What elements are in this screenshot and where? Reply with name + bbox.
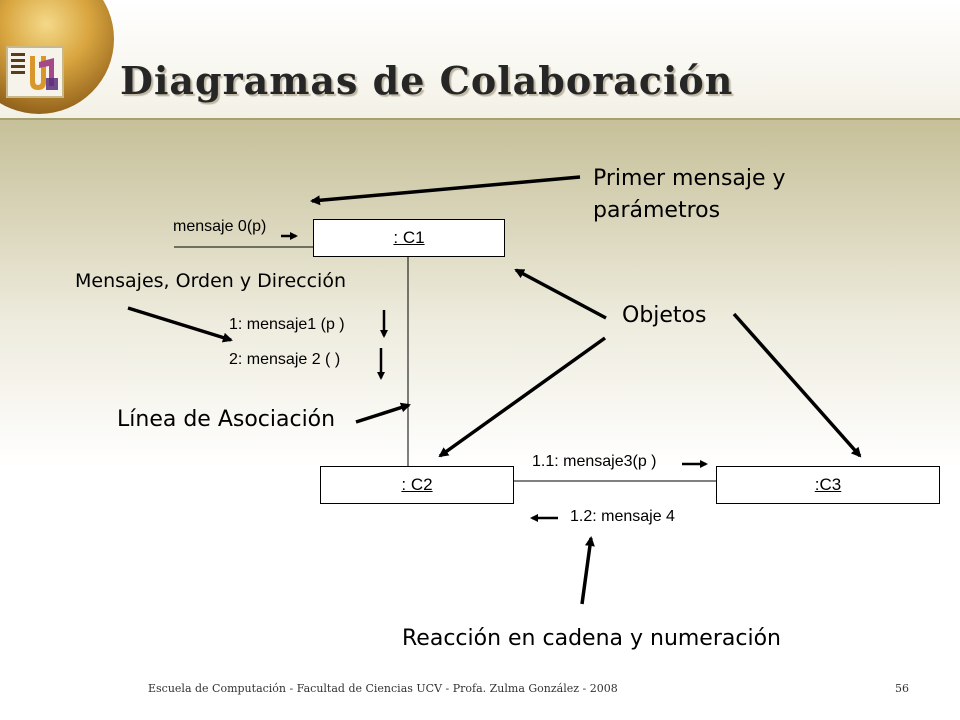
message-1-label: 1: mensaje1 (p ) (229, 316, 345, 333)
uml-logo-graphic (11, 53, 58, 90)
message-0-label: mensaje 0(p) (173, 218, 267, 235)
reaccion-pointer-arrow (580, 536, 595, 605)
linea-asociacion-pointer-arrow (355, 402, 411, 424)
annotation-primer-mensaje-line2: parámetros (593, 198, 721, 223)
objetos-to-c1-arrow (514, 268, 607, 320)
annotation-mensajes-orden: Mensajes, Orden y Dirección (75, 270, 346, 292)
message-1-1-label: 1.1: mensaje3(p ) (532, 453, 657, 470)
primer-mensaje-pointer-arrow (310, 175, 581, 206)
annotation-primer-mensaje-line1: Primer mensaje y (593, 166, 786, 191)
objetos-to-c2-arrow (438, 336, 607, 458)
page-number: 56 (895, 682, 909, 695)
message-2-label: 2: mensaje 2 ( ) (229, 351, 341, 368)
annotation-linea-asociacion: Línea de Asociación (117, 407, 336, 432)
mensajes-orden-pointer-arrow (127, 306, 233, 343)
object-c3: :C3 (716, 466, 940, 504)
slide-footer: Escuela de Computación - Facultad de Cie… (148, 682, 618, 695)
object-c1: : C1 (313, 219, 505, 257)
annotation-objetos: Objetos (622, 303, 707, 328)
slide-title: Diagramas de Colaboración (120, 58, 734, 103)
message-1-2-label: 1.2: mensaje 4 (570, 508, 675, 525)
object-c2-label: : C2 (401, 475, 433, 494)
uml-logo (6, 46, 64, 98)
object-c1-label: : C1 (393, 228, 425, 247)
object-c3-label: :C3 (814, 475, 842, 494)
object-c2: : C2 (320, 466, 514, 504)
annotation-reaccion-cadena: Reacción en cadena y numeración (402, 626, 781, 651)
objetos-to-c3-arrow (732, 312, 862, 458)
